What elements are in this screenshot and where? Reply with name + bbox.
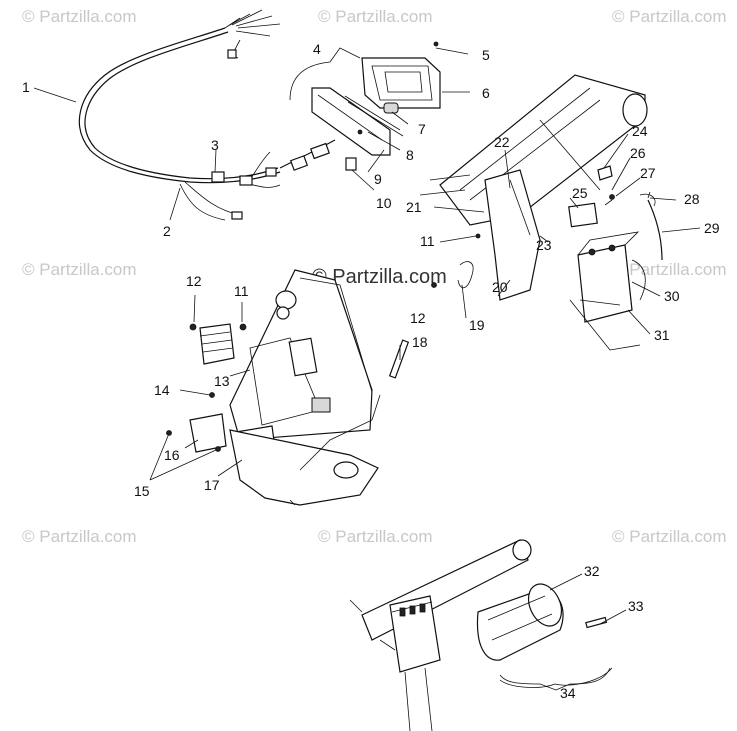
callout-25: 25 <box>572 185 588 201</box>
tail-light-assembly-part <box>311 41 441 171</box>
callout-6: 6 <box>482 85 490 101</box>
callout-33: 33 <box>628 598 644 614</box>
callout-19: 19 <box>469 317 485 333</box>
callout-32: 32 <box>584 563 600 579</box>
watermark-text: © Partzilla.com <box>22 527 137 546</box>
callout-9: 9 <box>374 171 382 187</box>
callout-20: 20 <box>492 279 508 295</box>
watermark-text: © Partzilla.com <box>612 260 727 279</box>
callout-28: 28 <box>684 191 700 207</box>
callout-10: 10 <box>376 195 392 211</box>
callout-16: 16 <box>164 447 180 463</box>
watermark-text: © Partzilla.com <box>22 260 137 279</box>
leader-lines <box>33 47 701 691</box>
callout-labels: 1 2 3 4 5 6 7 8 9 10 11 11 12 12 13 14 1… <box>22 41 720 701</box>
callout-8: 8 <box>406 147 414 163</box>
callout-30: 30 <box>664 288 680 304</box>
callout-14: 14 <box>154 382 170 398</box>
callout-34: 34 <box>560 685 576 701</box>
mounting-plate-part <box>166 269 410 506</box>
rear-frame-battery-part <box>419 74 663 351</box>
watermark-text: © Partzilla.com <box>318 7 433 26</box>
lower-assembly-part <box>349 539 613 731</box>
callout-1: 1 <box>22 79 30 95</box>
callout-29: 29 <box>704 220 720 236</box>
callout-21: 21 <box>406 199 422 215</box>
callout-4: 4 <box>313 41 321 57</box>
callout-5: 5 <box>482 47 490 63</box>
callout-23: 23 <box>536 237 552 253</box>
callout-18: 18 <box>412 334 428 350</box>
callout-31: 31 <box>654 327 670 343</box>
watermark-center-text: © Partzilla.com <box>312 266 447 288</box>
callout-7: 7 <box>418 121 426 137</box>
callout-12-plate: 12 <box>186 273 202 289</box>
watermark-text: © Partzilla.com <box>612 527 727 546</box>
callout-26: 26 <box>630 145 646 161</box>
callout-13: 13 <box>214 373 230 389</box>
watermark-text: © Partzilla.com <box>22 7 137 26</box>
callout-12-rear: 12 <box>410 310 426 326</box>
wiring-harness-part <box>78 9 336 221</box>
callout-2: 2 <box>163 223 171 239</box>
watermarks: © Partzilla.com © Partzilla.com © Partzi… <box>22 7 727 546</box>
callout-3: 3 <box>211 137 219 153</box>
callout-11-rear: 11 <box>420 233 435 249</box>
callout-17: 17 <box>204 477 220 493</box>
callout-15: 15 <box>134 483 150 499</box>
callout-27: 27 <box>640 165 656 181</box>
callout-24: 24 <box>632 123 648 139</box>
watermark-text: © Partzilla.com <box>612 7 727 26</box>
watermark-text: © Partzilla.com <box>318 527 433 546</box>
callout-11-plate: 11 <box>234 283 249 299</box>
callout-22: 22 <box>494 134 510 150</box>
